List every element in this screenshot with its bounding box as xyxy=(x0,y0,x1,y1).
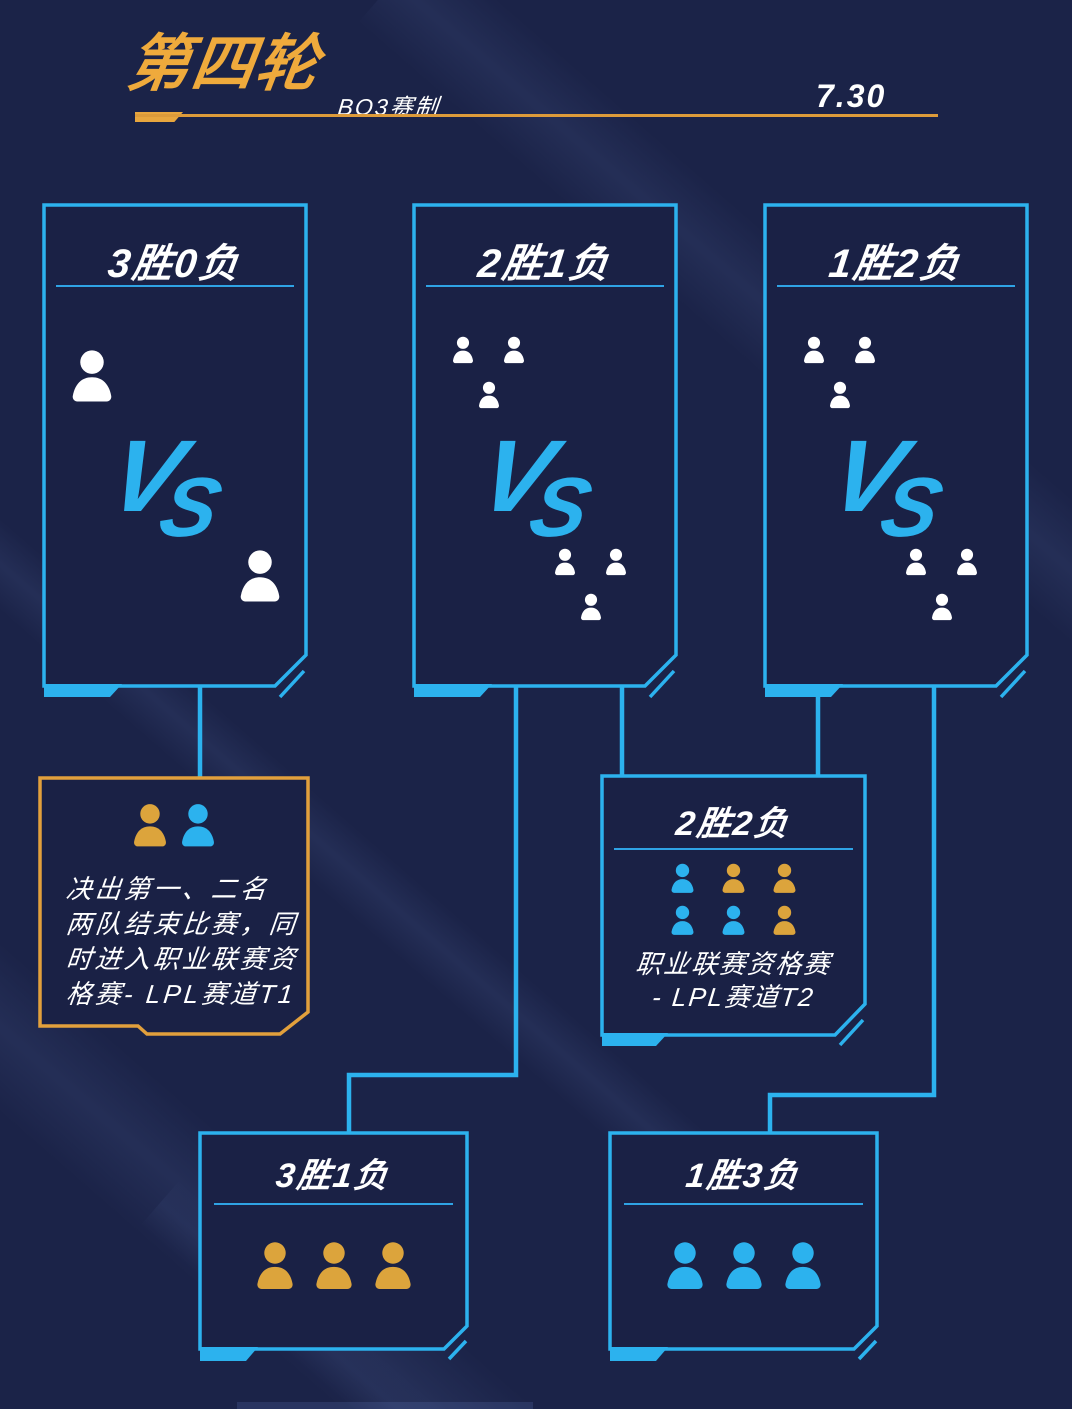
person-icon xyxy=(606,548,626,576)
person-icon xyxy=(906,548,926,576)
box-frame xyxy=(42,203,308,699)
person-icon xyxy=(773,905,796,935)
match-box-title: 1胜2负 xyxy=(826,242,965,286)
person-icon xyxy=(315,1242,352,1289)
box-title-rule xyxy=(426,285,664,287)
person-icon xyxy=(182,804,214,847)
person-icon xyxy=(581,593,601,621)
box-frame xyxy=(38,776,310,1036)
person-icon xyxy=(957,548,977,576)
team-icons-row xyxy=(600,863,867,896)
match-box-title: 2胜1负 xyxy=(475,242,614,286)
person-icon xyxy=(72,350,112,402)
vs-mark: VS xyxy=(412,419,678,554)
team-icons xyxy=(450,336,530,412)
note-line: 两队结束比赛，同 xyxy=(64,909,300,939)
qualified-box-t1: 决出第一、二名 两队结束比赛，同 时进入职业联赛资 格赛- LPL赛道T1 xyxy=(38,776,310,1038)
box-title-rule xyxy=(614,848,853,850)
note-line: 时进入职业联赛资 xyxy=(64,944,300,974)
person-icon xyxy=(725,1242,762,1289)
qualifier-note: 职业联赛资格赛 - LPL赛道T2 xyxy=(600,948,867,1014)
match-box-title: 3胜1负 xyxy=(273,1157,393,1195)
person-icon xyxy=(453,336,473,364)
person-icon xyxy=(666,1242,703,1289)
note-line: - LPL赛道T2 xyxy=(650,982,817,1012)
team-icons xyxy=(552,548,632,624)
person-icon xyxy=(671,905,694,935)
person-icon xyxy=(671,863,694,893)
box-title-rule xyxy=(56,285,294,287)
qualified-note: 决出第一、二名 两队结束比赛，同 时进入职业联赛资 格赛- LPL赛道T1 xyxy=(65,872,300,1012)
box-frame xyxy=(600,774,867,1047)
note-line: 决出第一、二名 xyxy=(64,874,271,904)
bottom-edge-band xyxy=(237,1402,533,1409)
person-icon xyxy=(722,905,745,935)
match-box-title: 2胜2负 xyxy=(673,805,793,843)
match-box-1w3l: 1胜3负 xyxy=(608,1131,879,1361)
match-box-title: 1胜3负 xyxy=(683,1157,803,1195)
match-box-title: 3胜0负 xyxy=(105,242,244,286)
note-line: 职业联赛资格赛 xyxy=(633,949,834,979)
note-line: 格赛- LPL赛道T1 xyxy=(64,979,298,1009)
person-icon xyxy=(256,1242,293,1289)
vs-mark: VS xyxy=(42,419,308,554)
person-icon xyxy=(479,381,499,409)
match-box-2w1l: 2胜1负 VS xyxy=(412,203,678,699)
team-icons-row xyxy=(600,905,867,938)
box-frame xyxy=(198,1131,469,1361)
box-title-rule xyxy=(777,285,1015,287)
person-icon xyxy=(932,593,952,621)
team-icons xyxy=(801,336,881,412)
person-icon xyxy=(722,863,745,893)
box-title-rule xyxy=(624,1203,863,1205)
person-icon xyxy=(784,1242,821,1289)
match-box-2w2l: 2胜2负 职业联赛资格赛 - LPL赛道T2 xyxy=(600,774,867,1047)
box-title-rule xyxy=(214,1203,453,1205)
person-icon xyxy=(830,381,850,409)
qualified-team-icons xyxy=(38,803,310,851)
person-icon xyxy=(504,336,524,364)
title-rule xyxy=(135,114,938,117)
date-label: 7.30 xyxy=(816,78,887,114)
person-icon xyxy=(240,550,280,602)
team-icons-row xyxy=(608,1241,879,1294)
match-box-1w2l: 1胜2负 VS xyxy=(763,203,1029,699)
team-icons-row xyxy=(198,1241,469,1294)
box-frame xyxy=(608,1131,879,1361)
person-icon xyxy=(804,336,824,364)
person-icon xyxy=(555,548,575,576)
team-icons xyxy=(903,548,983,624)
connector-2w1l-to-3w1l xyxy=(346,684,519,1133)
person-icon xyxy=(134,804,166,847)
match-box-3w1l: 3胜1负 xyxy=(198,1131,469,1361)
vs-mark: VS xyxy=(763,419,1029,554)
person-icon xyxy=(855,336,875,364)
title-rule-accent xyxy=(135,112,183,122)
person-icon xyxy=(773,863,796,893)
match-box-3w0l: 3胜0负 VS xyxy=(42,203,308,699)
person-icon xyxy=(374,1242,411,1289)
connector-1w2l-to-1w3l xyxy=(767,684,937,1133)
